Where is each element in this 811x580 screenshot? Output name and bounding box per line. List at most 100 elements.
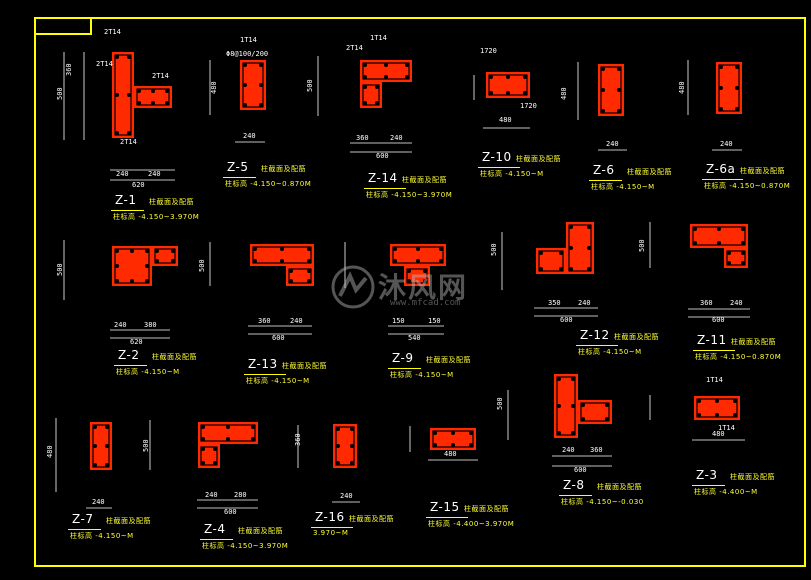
rebar-dot xyxy=(523,75,527,79)
watermark-url: www.mfcad.com xyxy=(390,298,461,308)
column-section xyxy=(250,244,314,286)
rebar-dot xyxy=(416,247,420,251)
column-name: Z-15 xyxy=(430,500,460,514)
rebar-dot xyxy=(587,225,591,229)
stirrup xyxy=(726,250,746,266)
dim-label: 480 xyxy=(499,116,512,124)
dim-label: 480 xyxy=(560,87,568,100)
column-name: Z-3 xyxy=(696,468,718,482)
rebar-label: 1T14 xyxy=(240,36,257,44)
column-note: 柱截面及配筋 xyxy=(349,515,394,523)
rebar-dot xyxy=(605,417,609,421)
dim-label: 600 xyxy=(560,316,573,324)
rebar-dot xyxy=(151,89,155,93)
label-underline xyxy=(111,210,145,211)
rebar-dot xyxy=(289,279,293,283)
column-section xyxy=(112,246,178,286)
rebar-dot xyxy=(715,399,719,403)
stirrup xyxy=(288,268,312,284)
rebar-dot xyxy=(571,377,575,381)
column-elevation: 柱标高 -4.150~3.970M xyxy=(113,213,200,221)
rebar-dot xyxy=(735,65,739,69)
rebar-dot xyxy=(727,261,731,265)
rebar-dot xyxy=(171,249,175,253)
rebar-dot xyxy=(289,269,293,273)
rebar-dot xyxy=(559,251,563,255)
rebar-dot xyxy=(253,259,257,263)
rebar-dot xyxy=(137,89,141,93)
rebar-dot xyxy=(145,249,149,253)
dim-label: 500 xyxy=(142,439,150,452)
rebar-dot xyxy=(130,249,134,253)
rebar-dot xyxy=(571,404,575,408)
rebar-dot xyxy=(697,399,701,403)
concrete-section xyxy=(198,422,258,444)
column-section xyxy=(112,52,172,138)
concrete-section xyxy=(430,428,476,450)
rebar-dot xyxy=(336,444,340,448)
dim-label: 280 xyxy=(234,491,247,499)
rebar-dot xyxy=(741,261,745,265)
rebar-dot xyxy=(115,93,119,97)
rebar-dot xyxy=(363,75,367,79)
column-name: Z-8 xyxy=(563,478,585,492)
dim-label: 360 xyxy=(65,63,73,76)
dim-label: 240 xyxy=(720,140,733,148)
rebar-dot xyxy=(350,461,354,465)
column-section xyxy=(716,62,742,114)
rebar-dot xyxy=(451,431,455,435)
rebar-dot xyxy=(375,85,379,89)
dim-label: 360 xyxy=(258,317,271,325)
label-underline xyxy=(559,495,593,496)
rebar-dot xyxy=(151,101,155,105)
dim-label: 620 xyxy=(130,338,143,346)
column-name: Z-9 xyxy=(392,351,414,365)
label-underline xyxy=(244,374,286,375)
rebar-dot xyxy=(105,425,109,429)
column-section xyxy=(333,424,357,468)
rebar-dot xyxy=(171,259,175,263)
column-note: 柱截面及配筋 xyxy=(740,167,785,175)
rebar-dot xyxy=(587,246,591,250)
rebar-dot xyxy=(605,403,609,407)
label-underline xyxy=(223,177,257,178)
column-name: Z-5 xyxy=(227,160,249,174)
dim-label: 600 xyxy=(712,316,725,324)
column-note: 柱截面及配筋 xyxy=(627,168,672,176)
stirrup xyxy=(154,248,176,264)
column-elevation: 柱标高 -4.150~M xyxy=(70,532,134,540)
rebar-dot xyxy=(243,83,247,87)
stirrup xyxy=(200,446,218,466)
rebar-dot xyxy=(307,259,311,263)
column-elevation: 柱标高 -4.400~M xyxy=(694,488,758,496)
dim-label: 480 xyxy=(46,445,54,458)
rebar-dot xyxy=(127,93,131,97)
column-name: Z-1 xyxy=(115,193,137,207)
rebar-dot xyxy=(137,101,141,105)
concrete-section xyxy=(360,60,412,82)
dim-label: 240 xyxy=(116,170,129,178)
rebar-dot xyxy=(393,259,397,263)
label-underline xyxy=(68,529,102,530)
rebar-dot xyxy=(405,63,409,67)
dim-label: 500 xyxy=(306,79,314,92)
rebar-dot xyxy=(384,75,388,79)
rebar-dot xyxy=(405,75,409,79)
rebar-dot xyxy=(243,103,247,107)
rebar-dot xyxy=(155,259,159,263)
column-name: Z-10 xyxy=(482,150,512,164)
rebar-dot xyxy=(280,247,284,251)
dim-label: 500 xyxy=(496,397,504,410)
concrete-section xyxy=(390,244,446,266)
rebar-dot xyxy=(93,463,97,467)
rebar-dot xyxy=(617,109,621,113)
rebar-dot xyxy=(717,241,721,245)
label-underline xyxy=(693,350,735,351)
rebar-dot xyxy=(259,83,263,87)
column-elevation: 柱标高 -4.150~M xyxy=(246,377,310,385)
column-name: Z-4 xyxy=(204,522,226,536)
